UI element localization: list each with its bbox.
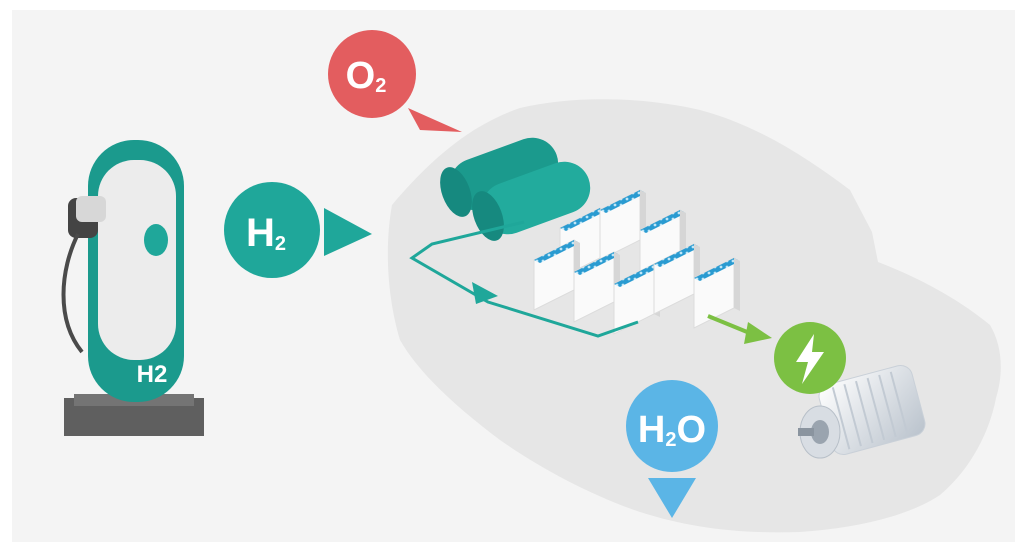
hydrogen-flow-loop xyxy=(409,220,639,338)
hydrogen-subscript: 2 xyxy=(275,233,286,255)
svg-text:H2O: H2O xyxy=(638,409,706,451)
hydrogen-bubble: H2 xyxy=(224,182,372,278)
power-arrow-icon xyxy=(744,322,772,344)
lightning-bolt-icon xyxy=(796,334,824,384)
svg-text:H2: H2 xyxy=(246,211,286,255)
water-symbol-h: H xyxy=(638,409,665,451)
oxygen-arrow-icon xyxy=(408,108,462,132)
electric-motor-icon xyxy=(798,365,926,459)
power-bubble xyxy=(774,322,846,394)
svg-text:O2: O2 xyxy=(346,55,387,97)
water-arrow-icon xyxy=(648,478,696,518)
hydrogen-arrow-icon xyxy=(324,208,372,256)
oxygen-bubble: O2 xyxy=(328,30,462,132)
hydrogen-symbol: H xyxy=(246,211,275,255)
oxygen-symbol: O xyxy=(346,55,376,97)
hydrogen-fuel-station xyxy=(61,140,204,436)
power-flow-line xyxy=(707,314,753,336)
fuel-cell-stack xyxy=(533,189,740,335)
water-subscript: 2 xyxy=(665,429,676,451)
oxygen-subscript: 2 xyxy=(375,75,386,97)
flow-arrow-icon xyxy=(472,282,498,304)
water-bubble: H2O xyxy=(626,380,718,518)
water-symbol-o: O xyxy=(677,409,707,451)
station-label: H2 xyxy=(137,361,168,388)
